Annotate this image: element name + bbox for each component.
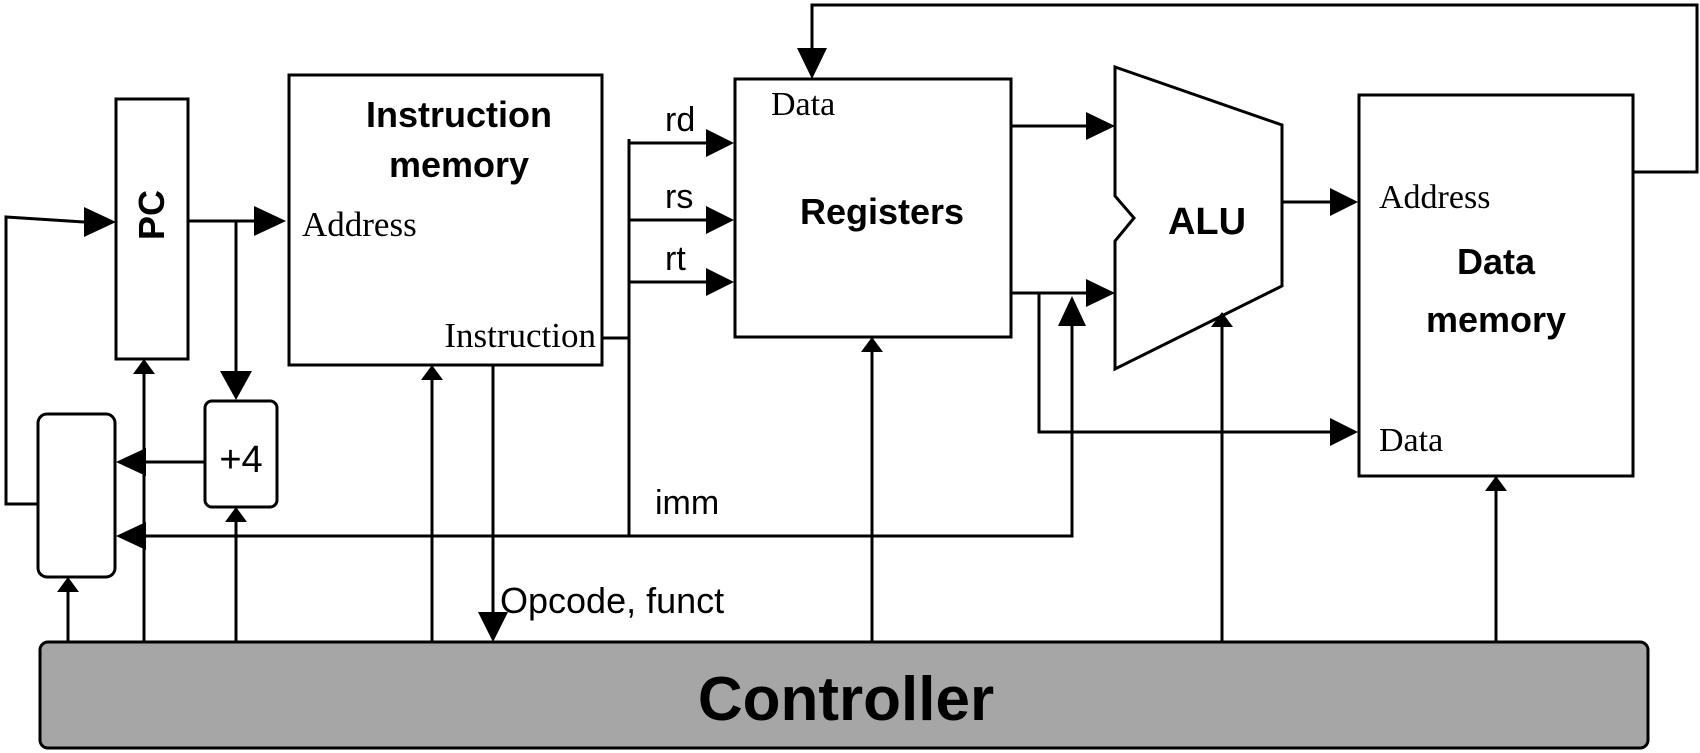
ctrl-to-mux-arrow [57, 577, 79, 592]
imm-to-mux-arrow [116, 522, 146, 550]
data-memory-title-2: memory [1426, 299, 1566, 340]
opcode-funct-arrow [478, 612, 508, 642]
imm-label: imm [655, 484, 719, 522]
register-file [733, 77, 1013, 339]
ctrl-to-alu-arrow [1211, 312, 1233, 327]
pc-mux [36, 412, 117, 579]
pc-to-adder-arrow [220, 371, 252, 400]
imm-to-alu-arrow [1058, 296, 1086, 326]
ctrl-to-adder-arrow [225, 507, 247, 522]
instruction-memory-title-2: memory [389, 144, 529, 185]
imm-bus-wire [629, 322, 1074, 538]
register-file-data-port: Data [771, 86, 835, 123]
mux-to-pc-wire [4, 215, 85, 506]
rs-arrow [706, 206, 734, 234]
reg-to-alu-a-arrow [1086, 112, 1115, 140]
instruction-memory-address-port: Address [302, 205, 417, 244]
reg-to-alu-b-arrow [1086, 279, 1115, 307]
instruction-memory [287, 73, 604, 367]
alu [1113, 64, 1284, 372]
ctrl-to-dmem-arrow [1485, 476, 1507, 491]
controller [38, 640, 1650, 750]
alu-label: ALU [1168, 201, 1246, 243]
rs-label: rs [665, 178, 693, 216]
pc-label: PC [131, 190, 172, 240]
instruction-memory-instruction-port: Instruction [444, 316, 596, 355]
pc-register [114, 97, 190, 361]
rt-arrow [706, 268, 734, 296]
adder-to-mux-arrow [116, 448, 146, 476]
mux-to-pc-arrow [84, 207, 116, 237]
data-memory-address-port: Address [1379, 179, 1490, 216]
register-file-title: Registers [800, 191, 964, 232]
adder-plus4 [203, 399, 279, 509]
rd-arrow [706, 129, 734, 157]
dmem-writeback-arrow [797, 48, 827, 79]
ctrl-to-imem-arrow [421, 365, 443, 380]
alu-to-dmem-addr-arrow [1330, 188, 1358, 216]
dmem-writeback-wire [810, 3, 1699, 174]
controller-label: Controller [698, 665, 994, 734]
rd-label: rd [665, 101, 695, 139]
reg-to-dmem-data-wire [1037, 293, 1333, 434]
pc-to-imem-arrow [254, 206, 286, 236]
reg-to-dmem-data-arrow [1330, 418, 1358, 446]
adder-label: +4 [219, 439, 262, 481]
data-memory [1357, 93, 1635, 478]
data-memory-title-1: Data [1457, 241, 1536, 282]
opcode-funct-label: Opcode, funct [500, 580, 724, 621]
data-memory-data-port: Data [1379, 422, 1443, 459]
ctrl-to-pc-arrow [133, 359, 155, 374]
ctrl-to-registers-arrow [861, 337, 883, 352]
rt-label: rt [665, 240, 686, 278]
instruction-memory-title-1: Instruction [366, 94, 552, 135]
